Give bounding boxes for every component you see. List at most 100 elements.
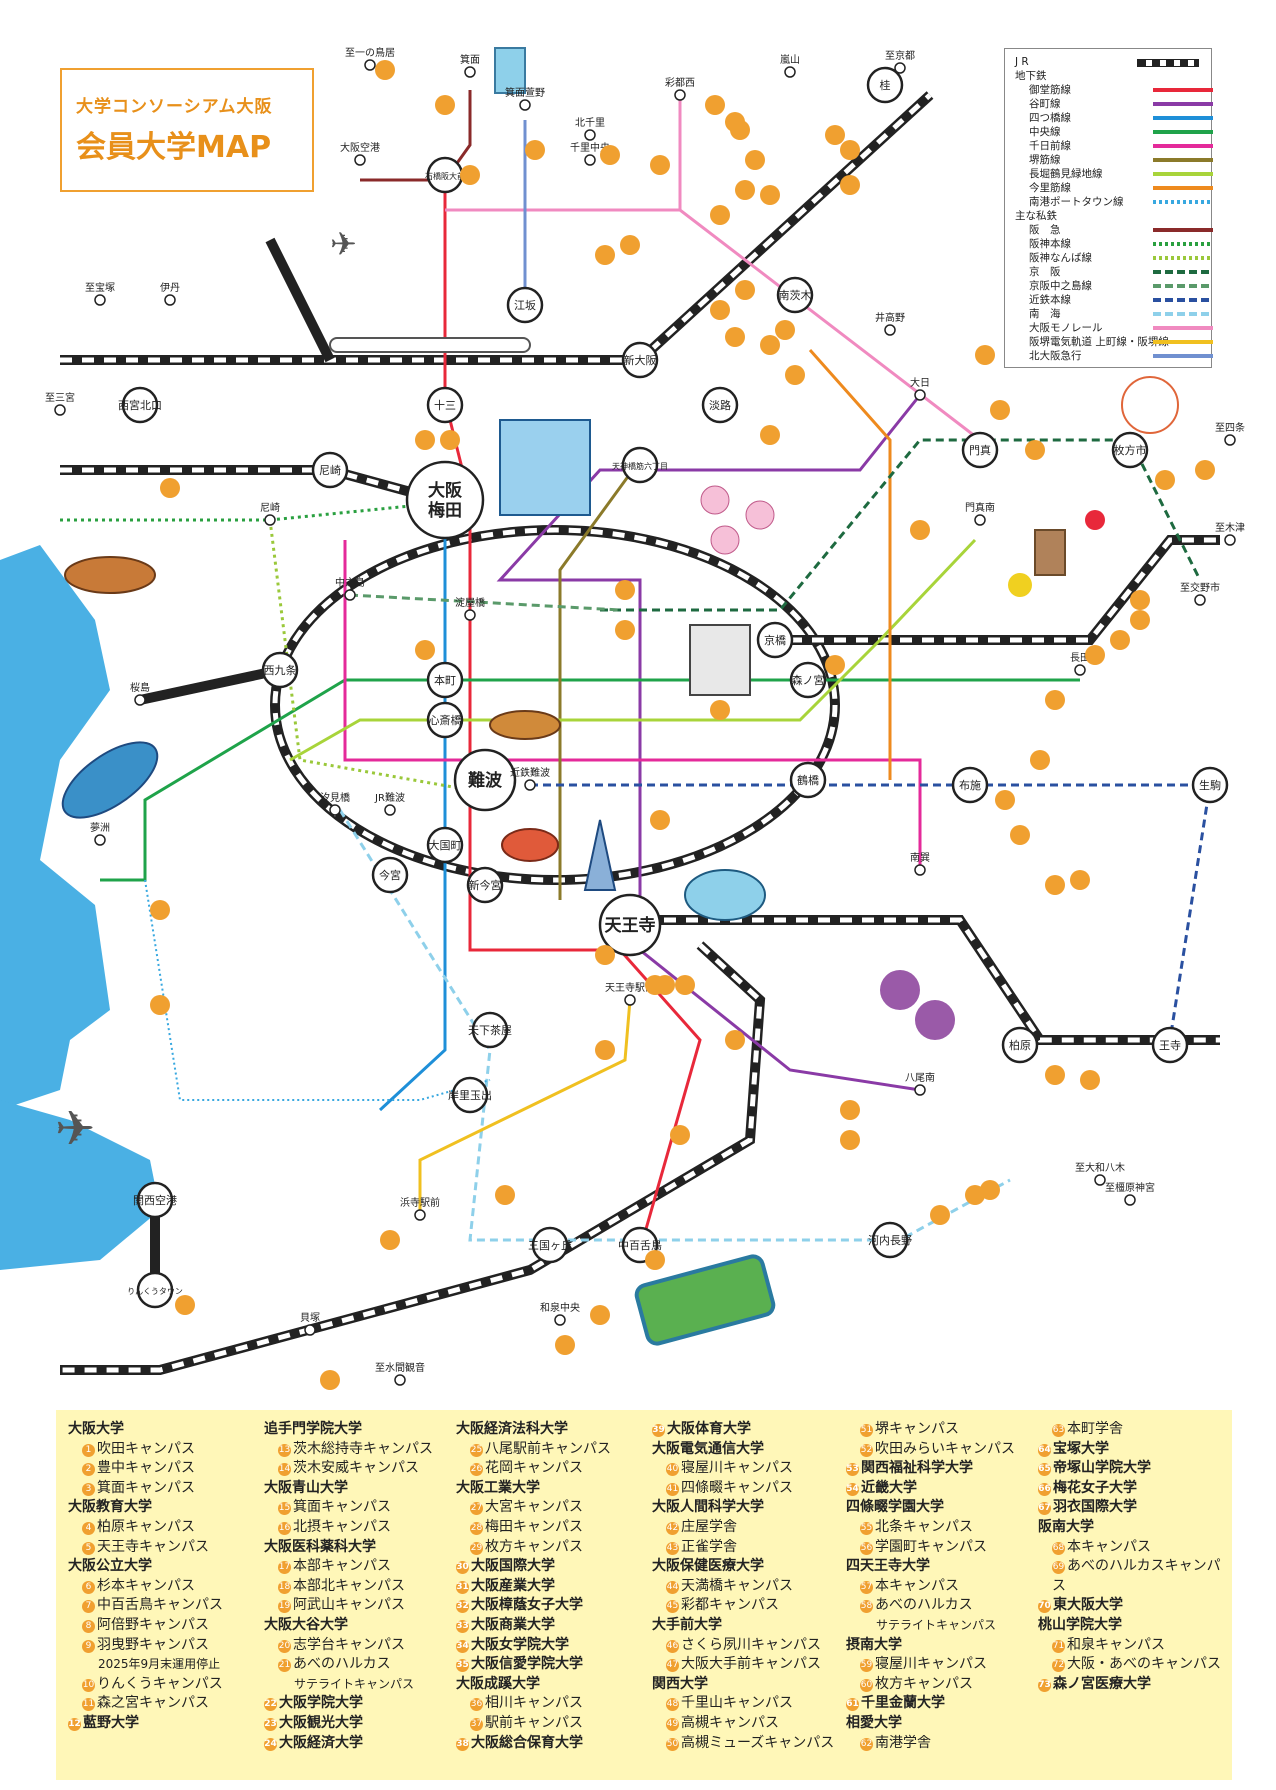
- station-label: 関西空港: [133, 1193, 177, 1207]
- university-name: 大阪成蹊大学: [456, 1675, 540, 1692]
- campus-label: りんくうキャンパス: [97, 1675, 223, 1692]
- campus-number-badge: [1080, 1070, 1100, 1090]
- university-name: 阪南大学: [1038, 1518, 1094, 1535]
- campus-label: 本キャンパス: [1067, 1538, 1151, 1555]
- legend-swatch: [1153, 256, 1213, 260]
- campus-number-badge: [735, 280, 755, 300]
- hankai-line: [418, 999, 632, 1215]
- campus-number-badge: 7: [82, 1600, 95, 1614]
- major-station-label: 大阪: [428, 480, 462, 501]
- campus-number-badge: 43: [666, 1541, 679, 1555]
- tanimachi-line: [496, 394, 922, 1092]
- legend-item-label: 長堀鶴見緑地線: [1029, 168, 1103, 180]
- minor-station-label: 淀屋橋: [455, 596, 485, 609]
- legend-item-label: 大阪モノレール: [1029, 322, 1103, 334]
- station-label: 鶴橋: [797, 773, 819, 787]
- campus-number-badge: [785, 365, 805, 385]
- campus-number-badge: 68: [1052, 1541, 1065, 1555]
- campus-label: 千里山キャンパス: [681, 1695, 793, 1712]
- campus-number-badge: [735, 180, 755, 200]
- campus-number-badge: [705, 95, 725, 115]
- station-marker: [621, 341, 659, 379]
- station-label: 天下茶屋: [468, 1024, 512, 1037]
- minor-station-marker: [384, 804, 396, 816]
- station-marker: [121, 386, 159, 424]
- campus-label: 駅前キャンパス: [485, 1714, 583, 1731]
- minor-station-marker: [54, 404, 66, 416]
- university-name: 桃山学院大学: [1038, 1616, 1122, 1633]
- shinkansen-illustration: [329, 337, 531, 353]
- station-marker: [789, 661, 827, 699]
- minor-station-label: 至橿原神宮: [1105, 1181, 1155, 1194]
- legend-swatch: [1153, 242, 1213, 246]
- campus-label: あべのハルカスキャンパス: [1052, 1558, 1221, 1594]
- campus-number-badge: 4: [82, 1521, 95, 1535]
- elephant-illustration: [684, 869, 766, 921]
- nankai-line: [338, 809, 1011, 1242]
- chuo-line: [100, 678, 1080, 882]
- university-name: 大阪電気通信大学: [652, 1440, 764, 1457]
- campus-number-badge: [375, 60, 395, 80]
- legend-item-label: 谷町線: [1029, 98, 1061, 110]
- university-number-badge: 64: [1038, 1443, 1051, 1457]
- campus-number-badge: [1110, 630, 1130, 650]
- station-marker: [776, 276, 814, 314]
- campus-number-badge: [620, 235, 640, 255]
- whale-shark-illustration: [61, 741, 159, 819]
- campus-label: 梅田キャンパス: [485, 1518, 583, 1535]
- minor-station-label: 和泉中央: [540, 1301, 580, 1314]
- campus-number-badge: 6: [82, 1580, 95, 1594]
- university-number-badge: 35: [456, 1659, 469, 1673]
- campus-number-badge: 36: [470, 1698, 483, 1712]
- station-label: 京橋: [764, 633, 786, 647]
- campus-label: 北条キャンパス: [875, 1518, 973, 1535]
- legend-item: 阪 急: [1015, 223, 1219, 237]
- campus-number-badge: [1030, 750, 1050, 770]
- station-marker: [961, 431, 999, 469]
- minor-station-marker: [414, 1209, 426, 1221]
- campus-label: 高槻ミューズキャンパス: [681, 1734, 835, 1751]
- station-label: 中百舌鳥: [618, 1238, 662, 1252]
- campus-label: 南港学舎: [875, 1734, 931, 1751]
- major-station-marker: [405, 460, 485, 540]
- ferris-wheel-illustration: [1121, 376, 1179, 434]
- campus-number-badge: 56: [860, 1541, 873, 1555]
- minor-station-marker: [364, 59, 376, 71]
- minor-station-label: 至一の鳥居: [345, 46, 395, 59]
- campus-label: 本キャンパス: [875, 1577, 959, 1594]
- university-number-badge: 33: [456, 1619, 469, 1633]
- campus-number-badge: 10: [82, 1678, 95, 1692]
- campus-number-badge: 62: [860, 1737, 873, 1751]
- station-marker: [136, 1271, 174, 1309]
- minor-station-label: 箕面萱野: [505, 86, 545, 99]
- university-name: 大阪大学: [68, 1421, 124, 1437]
- campus-label: 箕面キャンパス: [293, 1499, 391, 1516]
- kofun-illustration: [634, 1254, 776, 1346]
- legend-swatch: [1153, 102, 1213, 106]
- station-marker: [621, 446, 659, 484]
- campus-number-badge: [495, 1185, 515, 1205]
- campus-number-badge: 55: [860, 1521, 873, 1535]
- campus-label: 阿倍野キャンパス: [97, 1616, 209, 1633]
- campus-number-badge: 45: [666, 1600, 679, 1614]
- station-label: 大国町: [429, 838, 462, 852]
- campus-label: 柏原キャンパス: [97, 1518, 195, 1535]
- hanshin-namba-line: [268, 519, 471, 792]
